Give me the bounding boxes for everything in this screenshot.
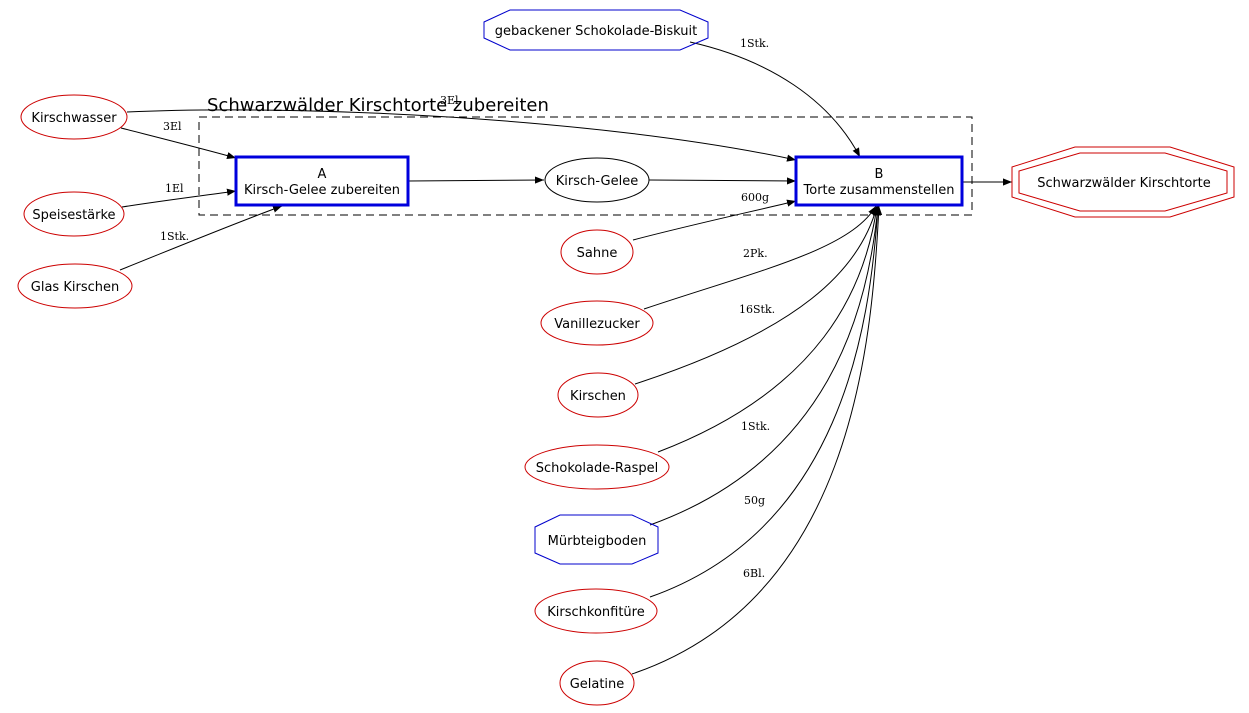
edge-kirschen-b: [634, 205, 879, 385]
edge-label-biskuit-b: 1Stk.: [740, 37, 769, 50]
edge-label-speisestaerke-a: 1El: [165, 182, 184, 195]
node-kirschwasser: Kirschwasser: [20, 94, 128, 140]
edge-label-kirschwasser-b: 3El: [440, 94, 459, 107]
node-sahne: Sahne: [560, 229, 634, 275]
node-label: Vanillezucker: [554, 317, 640, 332]
edge-label-gelatine-b: 6Bl.: [743, 567, 765, 580]
node-gelatine: Gelatine: [559, 660, 635, 706]
node-glas-kirschen: Glas Kirschen: [17, 263, 133, 309]
edge-glaskirschen-a: [119, 205, 283, 271]
edge-label-vanillezucker-b: 2Pk.: [743, 247, 768, 260]
edge-raspel-b: [657, 205, 880, 453]
edge-konfituere-b: [649, 205, 882, 598]
edge-label-kirschwasser-a: 3El: [163, 120, 182, 133]
node-muerbteigboden: Mürbteigboden: [534, 514, 659, 565]
edge-a-gelee: [407, 176, 545, 184]
node-label: Kirschwasser: [31, 111, 117, 126]
edge-kirschwasser-b: [126, 109, 797, 162]
edge-speisestaerke-a: [121, 188, 237, 208]
node-label: Kirsch-Gelee: [556, 174, 639, 189]
edge-label-raspel-b: 1Stk.: [741, 420, 770, 433]
process-b-id: B: [875, 167, 884, 182]
edge-label-glaskirschen-a: 1Stk.: [160, 230, 189, 243]
node-kirsch-gelee: Kirsch-Gelee: [544, 157, 650, 203]
node-schokolade-biskuit: gebackener Schokolade-Biskuit: [483, 9, 709, 51]
edge-gelee-b: [648, 177, 797, 185]
edge-sahne-b: [632, 199, 797, 241]
process-a-id: A: [318, 167, 327, 182]
node-speisestaerke: Speisestärke: [23, 191, 125, 237]
edges: [119, 41, 1012, 675]
node-schwarzwaelder-kirschtorte: Schwarzwälder Kirschtorte: [1011, 146, 1235, 218]
edge-labels: 3El 3El 1El 1Stk. 1Stk. 600g 2Pk. 16Stk.…: [160, 37, 775, 580]
edge-kirschwasser-a: [120, 127, 237, 160]
edge-gelatine-b: [631, 205, 883, 675]
edge-label-konfituere-b: 50g: [744, 494, 765, 507]
edge-label-sahne-b: 600g: [741, 191, 769, 204]
node-label: Schwarzwälder Kirschtorte: [1037, 176, 1210, 191]
process-b-name: Torte zusammenstellen: [803, 183, 955, 198]
node-label: Kirschen: [570, 389, 626, 404]
node-kirschen: Kirschen: [557, 372, 639, 418]
cluster-box: [198, 116, 973, 216]
edge-label-kirschen-b: 16Stk.: [739, 303, 775, 316]
node-label: Speisestärke: [32, 208, 115, 223]
process-a: A Kirsch-Gelee zubereiten: [234, 155, 410, 207]
node-kirschkonfituere: Kirschkonfitüre: [534, 588, 658, 634]
node-label: Kirschkonfitüre: [547, 605, 644, 620]
process-b: B Torte zusammenstellen: [794, 155, 964, 207]
edge-biskuit-b: [689, 41, 861, 158]
node-label: Schokolade-Raspel: [536, 461, 658, 476]
node-label: Sahne: [577, 246, 618, 261]
node-label: Mürbteigboden: [548, 534, 647, 549]
process-a-name: Kirsch-Gelee zubereiten: [244, 183, 400, 198]
node-vanillezucker: Vanillezucker: [540, 300, 654, 346]
edge-muerbteig-b: [649, 205, 881, 526]
node-label: Gelatine: [570, 677, 625, 692]
node-schokolade-raspel: Schokolade-Raspel: [524, 444, 670, 490]
node-label: gebackener Schokolade-Biskuit: [495, 24, 697, 39]
node-label: Glas Kirschen: [31, 280, 119, 295]
edge-vanillezucker-b: [643, 205, 877, 310]
